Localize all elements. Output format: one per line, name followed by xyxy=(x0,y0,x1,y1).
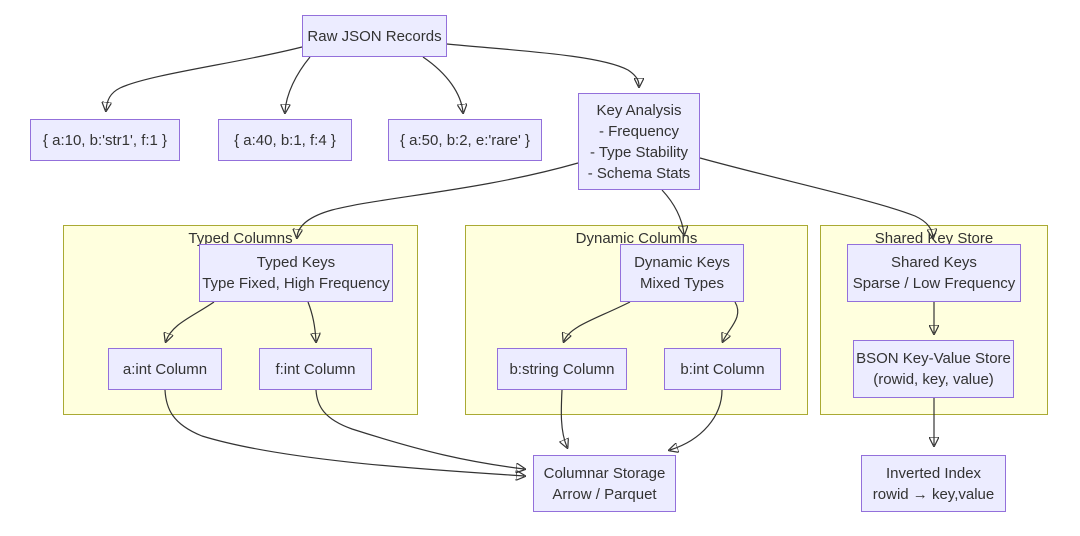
node-label: f:int Column xyxy=(275,360,356,378)
node-label: b:int Column xyxy=(680,360,765,378)
node-f-int-column: f:int Column xyxy=(259,348,372,390)
node-label: - Type Stability xyxy=(589,143,689,161)
node-label: a:int Column xyxy=(122,360,208,378)
node-columnar-storage: Columnar Storage Arrow / Parquet xyxy=(533,455,676,512)
node-label: Columnar Storage xyxy=(543,464,666,482)
node-label: Inverted Index xyxy=(885,464,982,482)
node-label: { a:50, b:2, e:'rare' } xyxy=(400,131,530,149)
edge-raw-to-rec2 xyxy=(285,56,311,112)
node-label: Mixed Types xyxy=(640,275,724,292)
node-record-1: { a:10, b:'str1', f:1 } xyxy=(30,119,180,161)
node-shared-keys: Shared Keys Sparse / Low Frequency xyxy=(847,244,1021,302)
node-label: { a:40, b:1, f:4 } xyxy=(234,131,336,149)
edge-raw-to-rec1 xyxy=(106,46,303,110)
node-inverted-index: Inverted Index rowid → key,value xyxy=(861,455,1006,512)
node-record-3: { a:50, b:2, e:'rare' } xyxy=(388,119,542,161)
edge-raw-to-key-analysis xyxy=(446,43,639,86)
node-label: BSON Key-Value Store xyxy=(856,350,1011,367)
node-b-string-column: b:string Column xyxy=(497,348,627,390)
node-a-int-column: a:int Column xyxy=(108,348,222,390)
node-label: Type Fixed, High Frequency xyxy=(202,275,390,292)
cluster-dynamic-columns-label: Dynamic Columns xyxy=(575,230,698,247)
node-label: Raw JSON Records xyxy=(307,27,442,45)
node-label: (rowid, key, value) xyxy=(873,371,994,388)
node-b-int-column: b:int Column xyxy=(664,348,781,390)
node-raw-json-records: Raw JSON Records xyxy=(302,15,447,57)
node-typed-keys: Typed Keys Type Fixed, High Frequency xyxy=(199,244,393,302)
edge-raw-to-rec3 xyxy=(422,56,463,112)
node-label: Dynamic Keys xyxy=(634,254,730,271)
node-label: { a:10, b:'str1', f:1 } xyxy=(42,131,168,149)
node-bson-key-value-store: BSON Key-Value Store (rowid, key, value) xyxy=(853,340,1014,398)
node-record-2: { a:40, b:1, f:4 } xyxy=(218,119,352,161)
node-dynamic-keys: Dynamic Keys Mixed Types xyxy=(620,244,744,302)
node-label: Sparse / Low Frequency xyxy=(852,275,1016,292)
node-label: Key Analysis xyxy=(596,101,682,119)
node-label: - Frequency xyxy=(598,122,680,140)
node-label: b:string Column xyxy=(509,360,615,378)
node-label: rowid → key,value xyxy=(872,485,995,503)
node-label: Arrow / Parquet xyxy=(552,485,657,503)
node-label: - Schema Stats xyxy=(587,164,691,182)
node-label: Shared Keys xyxy=(891,254,977,271)
cluster-typed-columns-label: Typed Columns xyxy=(188,230,293,247)
node-key-analysis: Key Analysis - Frequency - Type Stabilit… xyxy=(578,93,700,190)
node-label: Typed Keys xyxy=(256,254,336,271)
